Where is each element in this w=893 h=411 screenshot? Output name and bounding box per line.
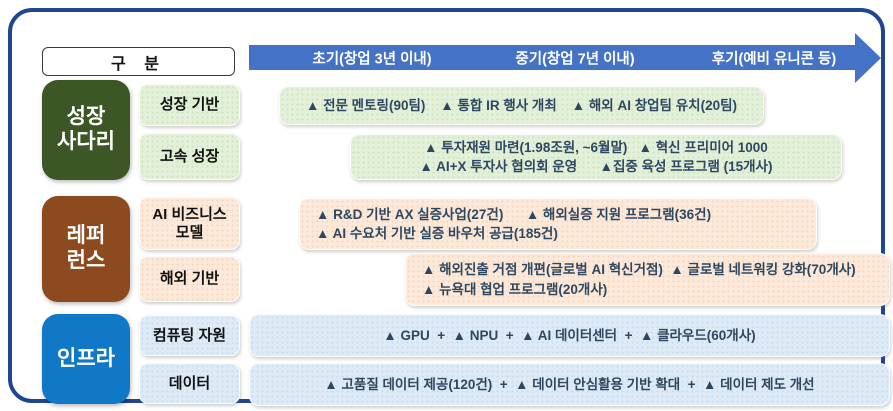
phase-arrow: 초기(창업 3년 이내) 중기(창업 7년 이내) 후기(예비 유니콘 등) xyxy=(249,45,855,70)
section-reference-box: 레퍼 런스 xyxy=(42,196,130,302)
phase-late-label: 후기(예비 유니콘 등) xyxy=(711,51,837,67)
frame-border: 구 분 초기(창업 3년 이내) 중기(창업 7년 이내) 후기(예비 유니콘 … xyxy=(8,8,890,406)
content-layer: 구 분 초기(창업 3년 이내) 중기(창업 7년 이내) 후기(예비 유니콘 … xyxy=(12,12,890,406)
subcategory-computing-resources: 컴퓨팅 자원 xyxy=(139,315,240,356)
section-infra-box: 인프라 xyxy=(42,314,130,404)
section-reference-label: 레퍼 런스 xyxy=(66,224,106,272)
content-data: ▲ 고품질 데이터 제공(120건) + ▲ 데이터 안심활용 기반 확대 + … xyxy=(249,363,890,406)
subcategory-fast-growth: 고속 성장 xyxy=(139,133,240,180)
content-line: ▲ 뉴욕대 협업 프로그램(20개사) xyxy=(422,281,608,297)
content-line: ▲ AI 수요처 기반 실증 바우처 공급(185건) xyxy=(316,226,558,241)
content-line: ▲ 해외진출 거점 개편(글로벌 AI 혁신거점) ▲ 글로벌 네트워킹 강화(… xyxy=(422,262,856,278)
subcategory-overseas-base: 해외 기반 xyxy=(139,256,240,302)
content-line: ▲ 투자재원 마련(1.98조원, ~6월말) ▲ 혁신 프리미어 1000 xyxy=(424,139,768,155)
phase-early-label: 초기(창업 3년 이내) xyxy=(312,51,432,67)
content-growth-base: ▲ 전문 멘토링(90팀) ▲ 통합 IR 행사 개최 ▲ 해외 AI 창업팀 … xyxy=(279,86,764,125)
category-header-box: 구 분 xyxy=(42,47,235,76)
section-infra-label: 인프라 xyxy=(57,346,115,370)
content-line: ▲ GPU + ▲ NPU + ▲ AI 데이터센터 + ▲ 클라우드(60개사… xyxy=(383,327,756,343)
subcategory-ai-business-model: AI 비즈니스 모델 xyxy=(139,197,240,250)
section-growth-ladder-label: 성장 사다리 xyxy=(57,105,115,153)
phase-mid-label: 중기(창업 7년 이내) xyxy=(515,51,635,67)
subcategory-growth-base: 성장 기반 xyxy=(139,84,240,126)
subcategory-data: 데이터 xyxy=(139,363,240,404)
content-computing-resources: ▲ GPU + ▲ NPU + ▲ AI 데이터센터 + ▲ 클라우드(60개사… xyxy=(249,314,890,357)
content-line: ▲ 전문 멘토링(90팀) ▲ 통합 IR 행사 개최 ▲ 해외 AI 창업팀 … xyxy=(305,97,737,113)
content-ai-business-model: ▲ R&D 기반 AX 실증사업(27건) ▲ 해외실증 지원 프로그램(36건… xyxy=(299,198,817,250)
content-line: ▲ 고품질 데이터 제공(120건) + ▲ 데이터 안심활용 기반 확대 + … xyxy=(324,376,815,392)
content-overseas-base: ▲ 해외진출 거점 개편(글로벌 AI 혁신거점) ▲ 글로벌 네트워킹 강화(… xyxy=(405,253,890,306)
section-growth-ladder-box: 성장 사다리 xyxy=(42,80,130,180)
category-header-label: 구 분 xyxy=(111,55,166,73)
content-line: ▲ AI+X 투자사 협의회 운영 ▲집중 육성 프로그램 (15개사) xyxy=(419,159,773,174)
content-fast-growth: ▲ 투자재원 마련(1.98조원, ~6월말) ▲ 혁신 프리미어 1000 ▲… xyxy=(350,134,842,180)
arrowhead-icon xyxy=(855,33,881,83)
content-line: ▲ R&D 기반 AX 실증사업(27건) ▲ 해외실증 지원 프로그램(36건… xyxy=(316,206,712,222)
